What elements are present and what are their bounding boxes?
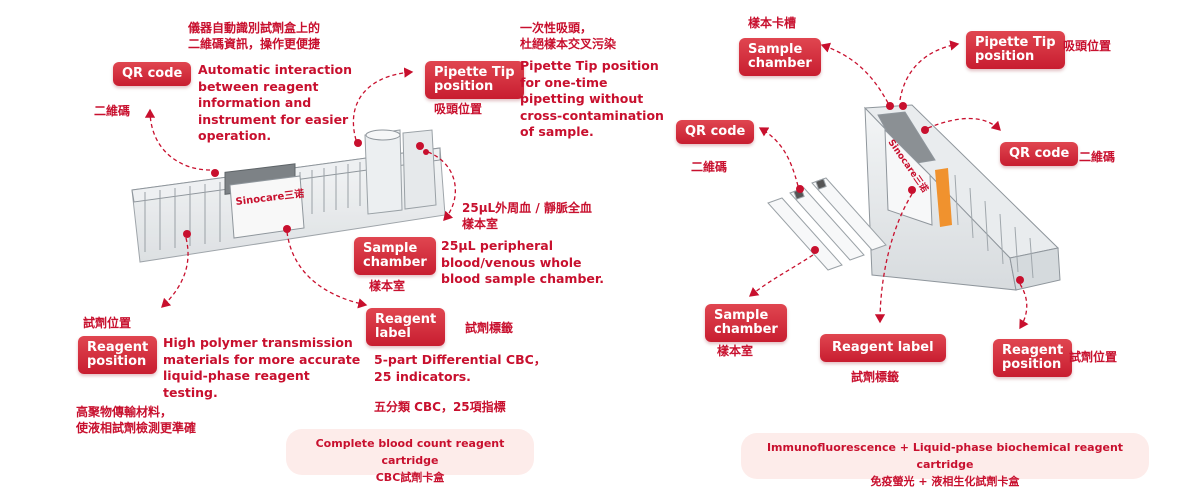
cbc-sample-chamber-tag: Sample chamber xyxy=(354,237,436,275)
cbc-pipette-desc-zh: 一次性吸頭， 杜絕樣本交叉污染 xyxy=(520,21,617,51)
combo-sample-top-zh: 樣本卡槽 xyxy=(748,16,797,30)
cbc-callout-arrows xyxy=(144,67,457,309)
cbc-sample-desc-en: 25µL peripheral blood/venous whole blood… xyxy=(441,238,604,286)
combo-sample-chamber-tag: Sample chamber xyxy=(705,304,787,342)
cbc-sample-desc-zh: 25µL外周血 / 靜脈全血 樣本室 xyxy=(462,201,592,231)
cbc-qr-desc-en: Automatic interaction between reagent in… xyxy=(198,62,353,143)
combo-caption: Immunofluorescence + Liquid-phase bioche… xyxy=(741,433,1149,488)
cbc-caption-en: Complete blood count reagent cartridge xyxy=(315,437,505,467)
cbc-qr-code-zh: 二維碼 xyxy=(94,104,131,118)
cbc-reagent-position-tag: Reagent position xyxy=(78,336,158,374)
combo-reagent-position-tag: Reagent position xyxy=(993,339,1073,377)
combo-pipette-tip-tag: Pipette Tip position xyxy=(966,31,1065,69)
cbc-hotspots xyxy=(183,139,429,238)
cbc-reagent-label-tag: Reagent label xyxy=(366,308,446,346)
combo-sample-top-tag: Sample chamber xyxy=(739,38,821,76)
combo-qr-code-tag-right: QR code xyxy=(1000,142,1079,166)
combo-reagent-position-zh: 試劑位置 xyxy=(1069,350,1118,364)
combo-callout-arrows xyxy=(748,40,1029,330)
cbc-qr-desc-zh: 儀器自動識別試劑盒上的 二維碼資訊，操作更便捷 xyxy=(188,21,321,51)
combo-pipette-tip-zh: 吸頭位置 xyxy=(1063,39,1112,53)
combo-qr-code-zh-left: 二維碼 xyxy=(691,160,728,174)
combo-reagent-label-tag: Reagent label xyxy=(820,334,946,362)
cbc-sample-chamber-zh: 樣本室 xyxy=(369,279,406,293)
cbc-reagent-label-desc-zh: 五分類 CBC，25項指標 xyxy=(374,400,506,414)
cbc-reagent-label-desc-en: 5-part Differential CBC， 25 indicators. xyxy=(374,352,547,384)
combo-sample-chamber-zh: 樣本室 xyxy=(717,344,754,358)
combo-qr-code-zh-right: 二維碼 xyxy=(1079,150,1116,164)
immuno-strips xyxy=(767,177,887,271)
cbc-reagent-label-zh: 試劑標籤 xyxy=(465,321,514,335)
cbc-reagent-position-desc-en: High polymer transmission materials for … xyxy=(163,335,361,400)
cbc-qr-code-tag: QR code xyxy=(113,62,192,86)
cbc-caption: Complete blood count reagent cartridge C… xyxy=(286,429,534,484)
combo-caption-zh: 免疫螢光 + 液相生化試劑卡盒 xyxy=(870,475,1020,488)
cbc-pipette-desc-en: Pipette Tip position for one-time pipett… xyxy=(520,58,664,139)
combo-qr-code-tag-left: QR code xyxy=(676,120,755,144)
combo-hotspots xyxy=(796,102,1024,284)
combo-cartridge: Sinocare三诺 xyxy=(863,104,1061,291)
cbc-pipette-tip-zh: 吸頭位置 xyxy=(434,102,483,116)
combo-caption-en: Immunofluorescence + Liquid-phase bioche… xyxy=(766,441,1124,471)
cbc-reagent-position-zh: 試劑位置 xyxy=(83,316,132,330)
cbc-cartridge: Sinocare三诺 xyxy=(131,129,446,263)
cbc-pipette-tip-tag: Pipette Tip position xyxy=(425,61,524,99)
combo-reagent-label-zh: 試劑標籤 xyxy=(851,370,900,384)
cbc-caption-zh: CBC試劑卡盒 xyxy=(375,471,445,484)
cbc-reagent-position-desc-zh: 高聚物傳輸材料， 使液相試劑檢測更準確 xyxy=(76,405,197,435)
